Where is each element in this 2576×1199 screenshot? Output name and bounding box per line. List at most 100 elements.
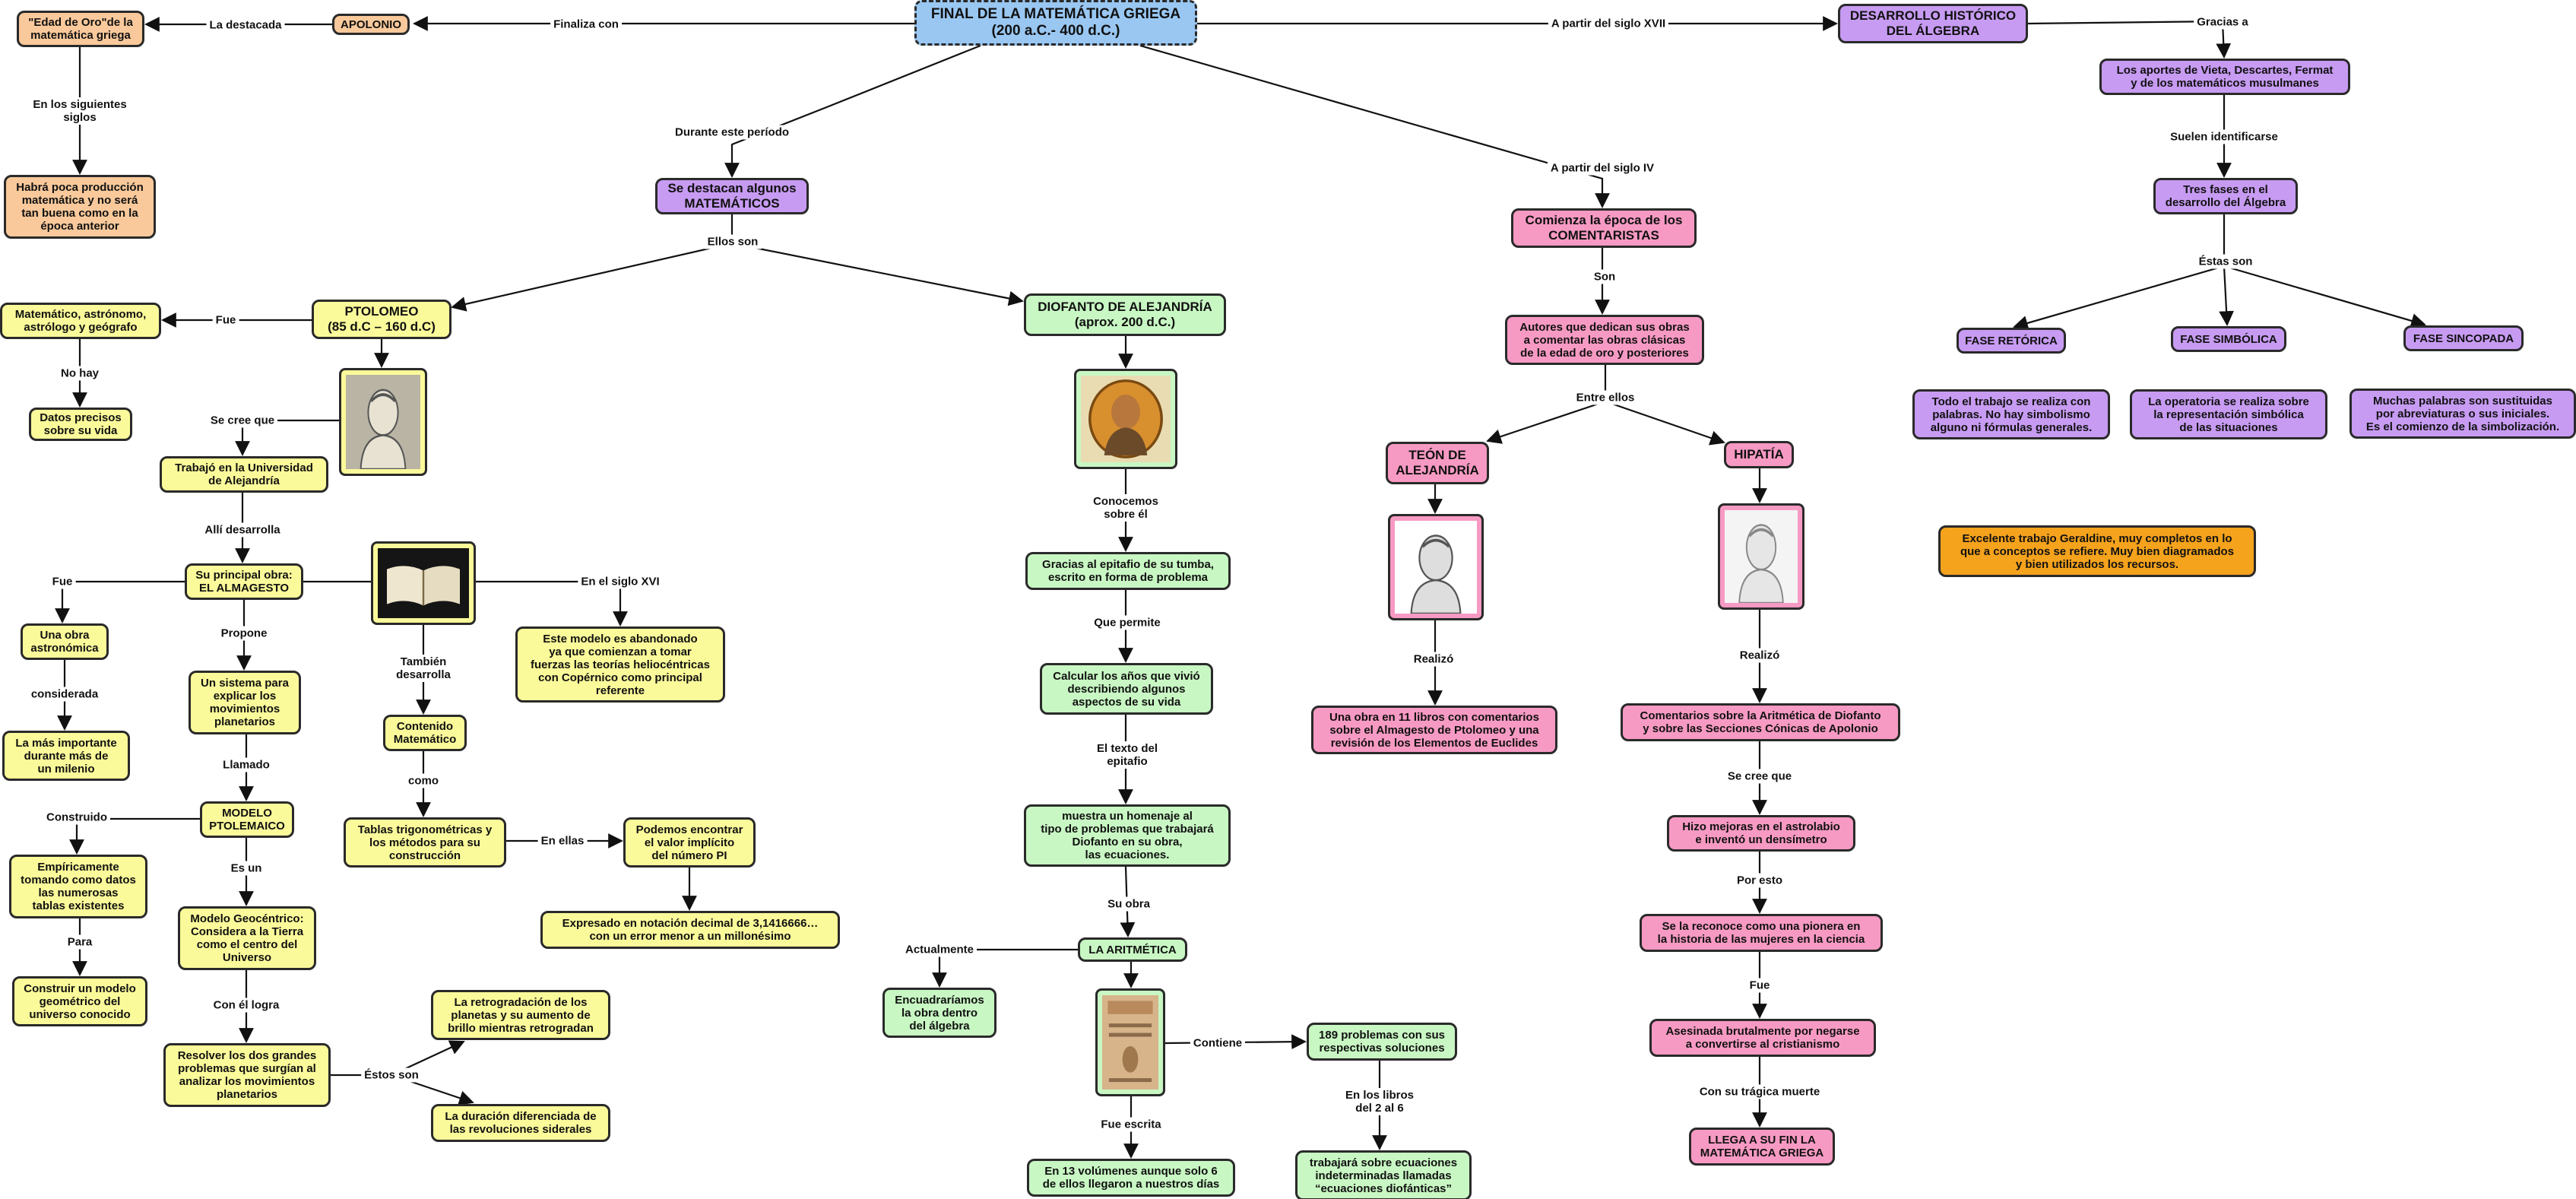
portrait-icon-ptolomeo-portrait [339, 368, 427, 476]
node-label: Gracias al epitafio de su tumba, escrito… [1042, 558, 1214, 584]
node-label: Tres fases en el desarrollo del Álgebra [2165, 183, 2286, 209]
connector-arrow [55, 580, 185, 623]
node-empiricamente: Empíricamente tomando como datos las num… [9, 855, 147, 918]
node-label: Muchas palabras son sustituidas por abre… [2365, 394, 2560, 433]
node-label: Datos precisos sobre su vida [40, 411, 122, 437]
edge-label-fue-2: Fue [49, 574, 76, 589]
node-poca-produccion: Habrá poca producción matemática y no se… [4, 175, 156, 239]
edge-label-suelen: Suelen identificarse [2167, 129, 2281, 144]
node-la-aritmetica: LA ARITMÉTICA [1078, 937, 1187, 962]
node-podemos-encontrar: Podemos encontrar el valor implícito del… [623, 817, 756, 868]
node-hipatia: HIPATÍA [1724, 441, 1794, 468]
node-label: trabajará sobre ecuaciones indeterminada… [1309, 1156, 1458, 1195]
node-label: Modelo Geocéntrico: Considera a la Tierr… [190, 912, 304, 964]
node-resolver: Resolver los dos grandes problemas que s… [163, 1043, 331, 1107]
edge-label-actualmente: Actualmente [901, 942, 977, 957]
edge-label-conocemos: Conocemos sobre él [1090, 494, 1161, 522]
edge-label-llamado: Llamado [220, 757, 273, 772]
edge-label-considerada: considerada [27, 687, 102, 702]
edge-label-fue-1: Fue [212, 312, 239, 328]
portrait-icon-diofanto-portrait [1074, 369, 1177, 469]
edge-label-que-permite: Que permite [1091, 615, 1164, 630]
node-label: Hizo mejoras en el astrolabio e inventó … [1682, 820, 1840, 846]
node-expresado: Expresado en notación decimal de 3,14166… [540, 911, 840, 949]
edge-label-finaliza-con: Finaliza con [550, 17, 622, 32]
node-muchas-palabras: Muchas palabras son sustituidas por abre… [2349, 389, 2576, 439]
edge-label-se-cree-que-1: Se cree que [207, 413, 278, 428]
node-comienza-epoca: Comienza la época de los COMENTARISTAS [1511, 208, 1697, 248]
edge-label-alli-desarrolla: Allí desarrolla [201, 522, 284, 538]
node-calcular-anos: Calcular los años que vivió describiendo… [1040, 663, 1213, 715]
edge-label-fue-escrita: Fue escrita [1098, 1117, 1164, 1132]
node-edad-oro: "Edad de Oro"de la matemática griega [17, 11, 144, 47]
node-este-modelo: Este modelo es abandonado ya que comienz… [515, 626, 725, 703]
node-asesinada: Asesinada brutalmente por negarse a conv… [1649, 1019, 1876, 1057]
node-trabajara: trabajará sobre ecuaciones indeterminada… [1295, 1150, 1472, 1199]
node-label: LA ARITMÉTICA [1088, 943, 1177, 956]
node-encuadrariamos: Encuadraríamos la obra dentro del álgebr… [882, 988, 996, 1038]
node-un-sistema: Un sistema para explicar los movimientos… [189, 671, 301, 734]
node-label: La duración diferenciada de las revoluci… [445, 1110, 597, 1136]
node-label: PTOLOMEO (85 d.C – 160 d.C) [328, 304, 436, 334]
edge-label-con-el-logra: Con él logra [210, 998, 283, 1013]
edge-label-durante-periodo: Durante este período [671, 125, 793, 140]
portrait-icon-hipatia-portrait [1718, 503, 1804, 610]
book-cover-icon-arithmetica-cover [1095, 988, 1165, 1096]
node-obra-astronomica: Una obra astronómica [21, 623, 109, 660]
connector-arrow [724, 44, 981, 178]
edge-label-ellos-son: Ellos son [704, 234, 762, 249]
node-final: FINAL DE LA MATEMÁTICA GRIEGA (200 a.C.-… [914, 0, 1197, 46]
node-label: Autores que dedican sus obras a comentar… [1519, 320, 1690, 360]
connector-arrow [2223, 265, 2426, 328]
node-pionera: Se la reconoce como una pionera en la hi… [1640, 914, 1883, 952]
node-principal-obra: Su principal obra: EL ALMAGESTO [185, 563, 303, 600]
node-label: LLEGA A SU FIN LA MATEMÁTICA GRIEGA [1700, 1134, 1824, 1159]
node-fase-sincopada: FASE SINCOPADA [2403, 325, 2524, 351]
node-label: Se destacan algunos MATEMÁTICOS [667, 181, 797, 211]
node-label: Una obra astronómica [30, 629, 99, 655]
node-label: Podemos encontrar el valor implícito del… [635, 823, 743, 862]
edge-label-a-partir-xvii: A partir del siglo XVII [1548, 16, 1669, 31]
edge-label-en-siglo-xvi: En el siglo XVI [578, 574, 663, 589]
edge-label-realizo-1: Realizó [1410, 652, 1457, 667]
edge-label-con-su-tragica: Con su trágica muerte [1696, 1084, 1823, 1099]
node-contenido-matematico: Contenido Matemático [383, 715, 467, 751]
connector-arrow [731, 242, 1024, 306]
node-label: Una obra en 11 libros con comentarios so… [1329, 710, 1539, 750]
node-label: Expresado en notación decimal de 3,14166… [562, 917, 819, 943]
edge-label-construido: Construido [43, 810, 110, 825]
node-datos-precisos: Datos precisos sobre su vida [29, 408, 132, 441]
node-label: HIPATÍA [1734, 447, 1784, 462]
node-la-mas-importante: La más importante durante más de un mile… [2, 731, 130, 781]
node-teon: TEÓN DE ALEJANDRÍA [1386, 442, 1489, 484]
node-label: Asesinada brutalmente por negarse a conv… [1665, 1025, 1860, 1051]
edge-label-entre-ellos: Entre ellos [1573, 390, 1638, 405]
node-label: Este modelo es abandonado ya que comienz… [531, 632, 710, 697]
node-label: TEÓN DE ALEJANDRÍA [1396, 448, 1479, 477]
edge-label-se-cree-que-2: Se cree que [1724, 769, 1795, 784]
node-modelo-ptolemaico: MODELO PTOLEMAICO [200, 801, 294, 838]
node-tablas: Tablas trigonométricas y los métodos par… [344, 817, 506, 868]
node-muestra-homenaje: muestra un homenaje al tipo de problemas… [1024, 804, 1231, 867]
node-label: Trabajó en la Universidad de Alejandría [175, 462, 313, 487]
edge-label-en-siguientes: En los siguientes siglos [30, 97, 130, 125]
node-label: 189 problemas con sus respectivas soluci… [1319, 1029, 1445, 1055]
book-icon-almagesto-book [371, 541, 476, 625]
node-retrogradacion: La retrogradación de los planetas y su a… [431, 990, 610, 1040]
node-se-destacan: Se destacan algunos MATEMÁTICOS [655, 178, 809, 214]
edge-label-como: como [404, 773, 442, 788]
node-duracion: La duración diferenciada de las revoluci… [431, 1104, 610, 1142]
edge-label-para: Para [64, 934, 96, 950]
node-label: MODELO PTOLEMAICO [209, 807, 285, 833]
node-label: Construir un modelo geométrico del unive… [24, 982, 136, 1021]
node-label: Comienza la época de los COMENTARISTAS [1525, 213, 1683, 243]
node-label: Todo el trabajo se realiza con palabras.… [1930, 395, 2093, 434]
node-label: FASE RETÓRICA [1965, 334, 2058, 347]
connector-arrow [451, 214, 734, 312]
node-label: FINAL DE LA MATEMÁTICA GRIEGA (200 a.C.-… [930, 6, 1181, 39]
node-trabajo-universidad: Trabajó en la Universidad de Alejandría [160, 456, 328, 493]
connector-arrow [2013, 214, 2226, 331]
node-tres-fases: Tres fases en el desarrollo del Álgebra [2153, 178, 2298, 214]
node-apolonio: APOLONIO [332, 14, 410, 35]
